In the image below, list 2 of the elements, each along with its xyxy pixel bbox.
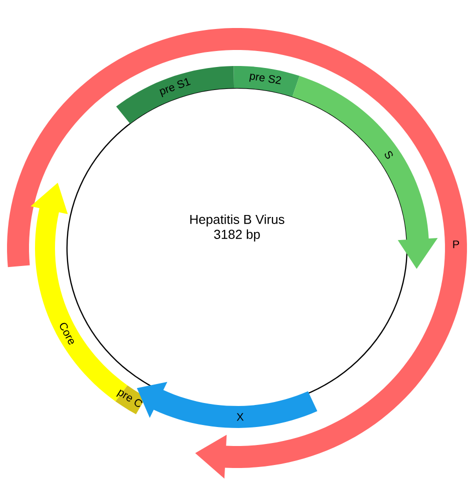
gene-band: pre S2: [234, 66, 300, 97]
gene-band: pre S1: [116, 66, 234, 124]
